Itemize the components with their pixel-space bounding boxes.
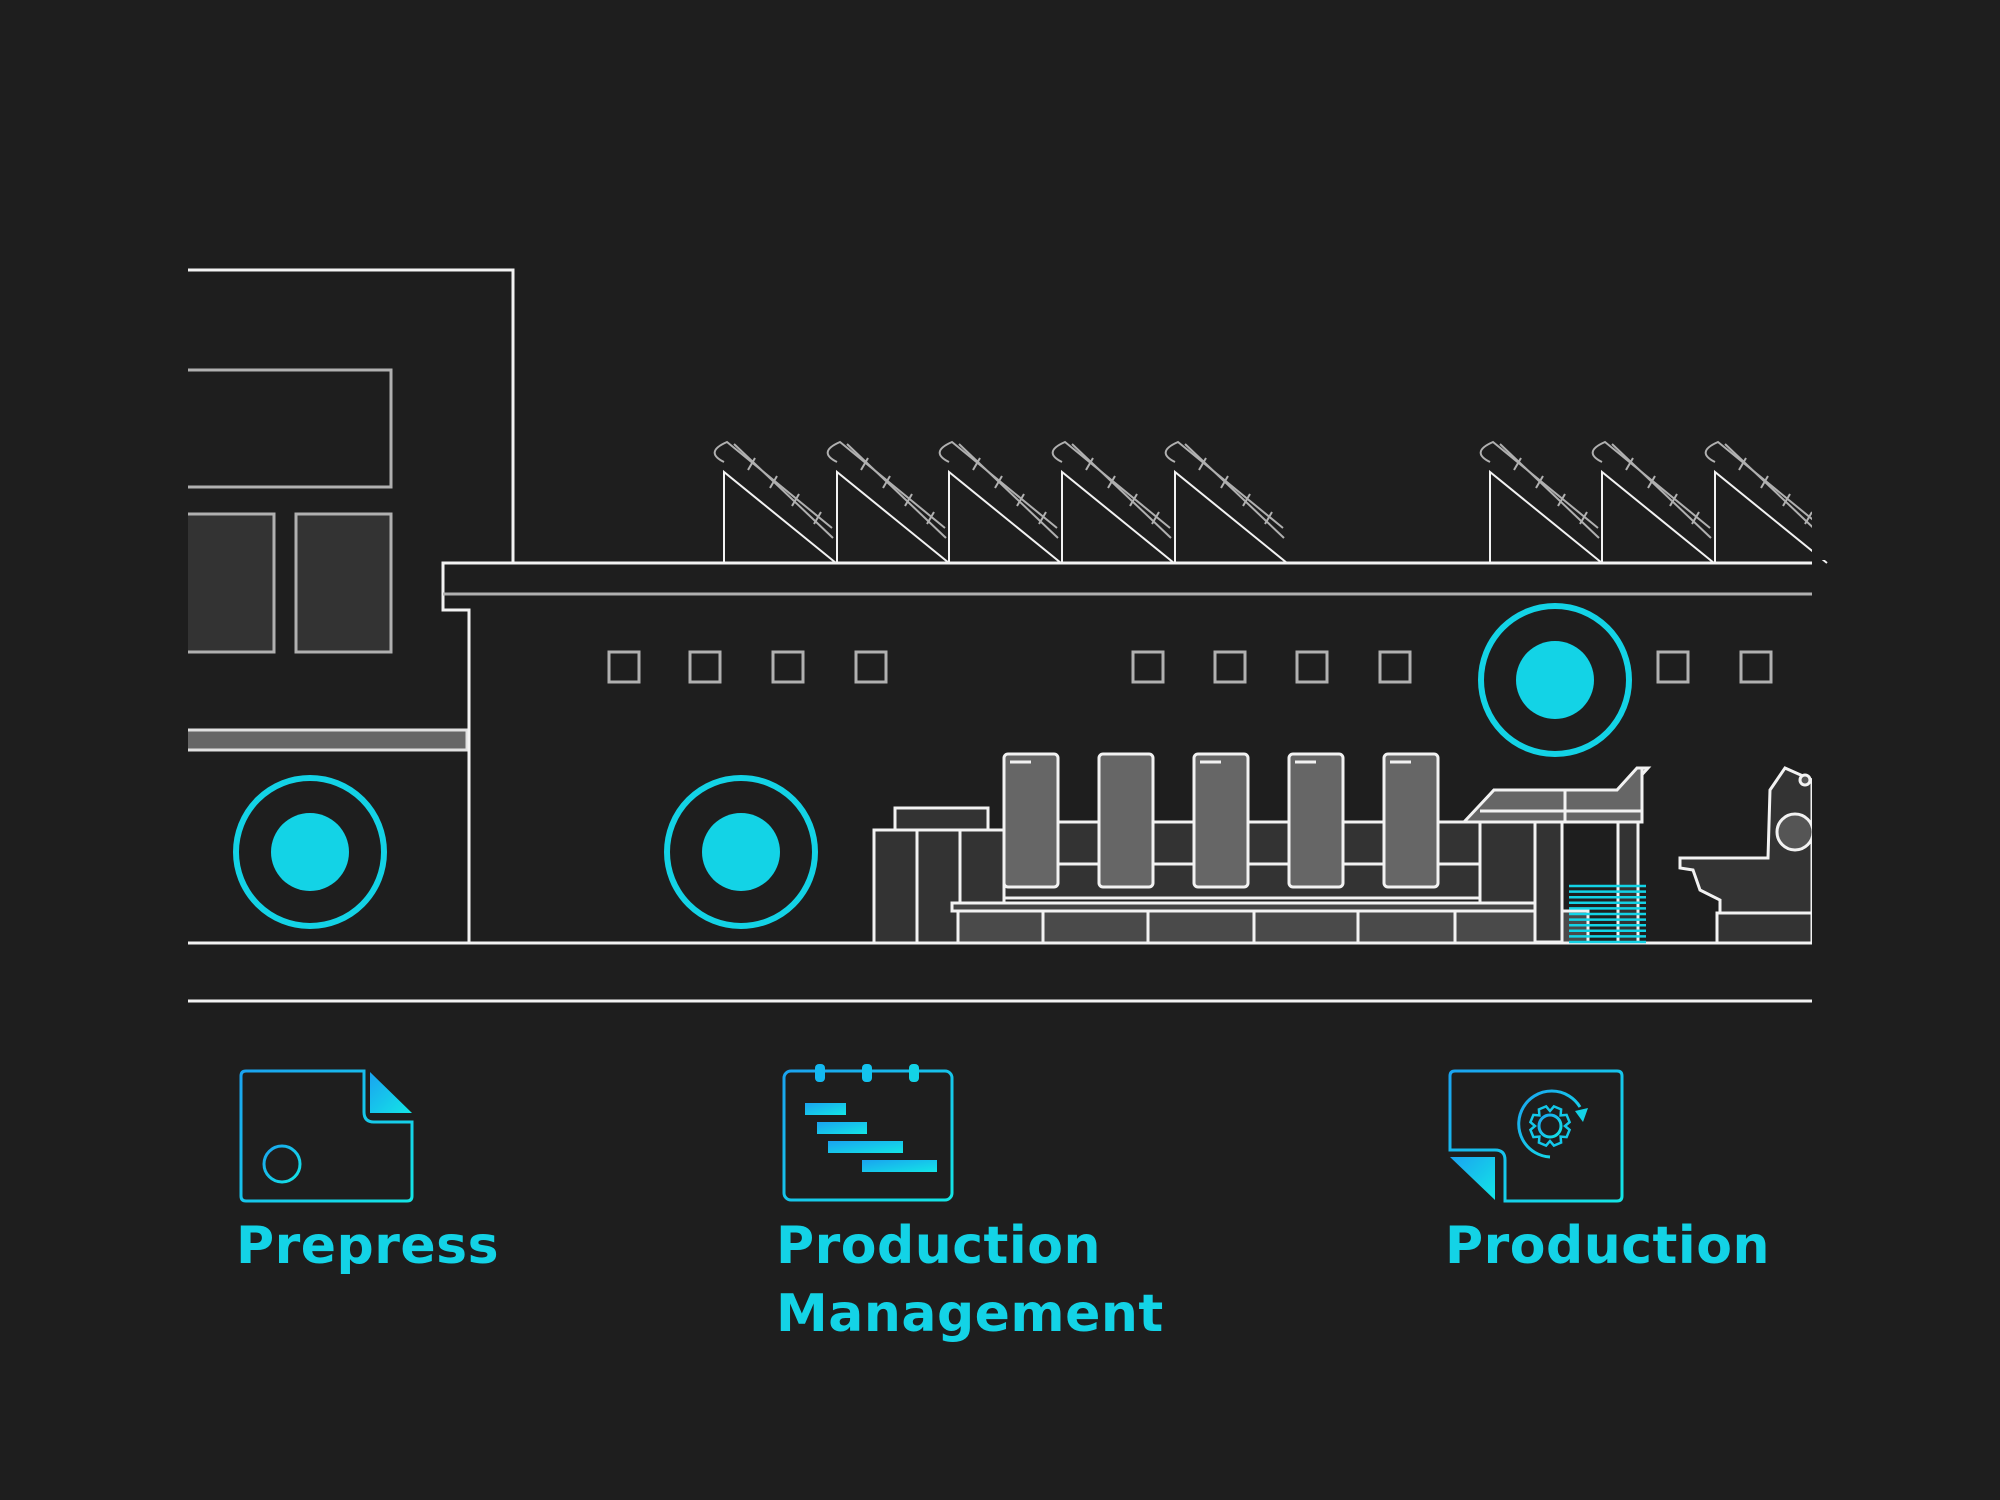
factory-windows <box>607 650 1773 684</box>
solar-panel <box>1051 440 1175 564</box>
print-unit <box>1382 752 1440 889</box>
prepress-hotspot[interactable] <box>233 775 387 929</box>
solar-panels <box>713 420 2000 564</box>
print-unit <box>1287 752 1345 889</box>
office-ledge <box>178 728 469 752</box>
production-hotspot[interactable] <box>1470 600 1640 760</box>
gantt-calendar-icon <box>782 1064 954 1202</box>
solar-panel <box>938 440 1062 564</box>
print-units <box>1002 752 1440 889</box>
factory-window <box>1295 650 1329 684</box>
factory-window <box>1739 650 1773 684</box>
factory-window <box>1656 650 1690 684</box>
office-window-left <box>178 512 276 654</box>
gear-icon <box>1528 1104 1572 1148</box>
solar-panel <box>826 440 950 564</box>
print-unit <box>1097 752 1155 889</box>
factory-window <box>1213 650 1247 684</box>
paper-stack <box>1569 884 1646 944</box>
print-unit <box>1002 752 1060 889</box>
production-management-label-line1: Production <box>776 1216 1101 1276</box>
solar-panel <box>713 440 837 564</box>
document-gear-cycle-icon <box>1448 1069 1624 1203</box>
solar-panel <box>1164 440 1288 564</box>
factory-window <box>688 650 722 684</box>
production-management-label: Production Management <box>776 1212 1164 1348</box>
production-label: Production <box>1445 1216 1770 1276</box>
production-management-hotspot[interactable] <box>664 775 818 929</box>
factory-window <box>607 650 641 684</box>
factory-window <box>771 650 805 684</box>
office-window-right <box>294 512 393 654</box>
office-window-wide <box>178 368 393 489</box>
production-management-label-line2: Management <box>776 1284 1164 1344</box>
print-unit <box>1192 752 1250 889</box>
prepress-label: Prepress <box>236 1216 500 1276</box>
office-building <box>0 260 515 980</box>
solar-panel <box>1591 440 1715 564</box>
solar-panel <box>1704 440 1828 564</box>
solar-panel <box>1479 440 1603 564</box>
document-crosshair-icon <box>239 1069 414 1203</box>
cutter-machine <box>1678 766 1815 945</box>
factory-window <box>854 650 888 684</box>
factory-window <box>1378 650 1412 684</box>
factory-window <box>1131 650 1165 684</box>
printing-press <box>872 752 1652 945</box>
